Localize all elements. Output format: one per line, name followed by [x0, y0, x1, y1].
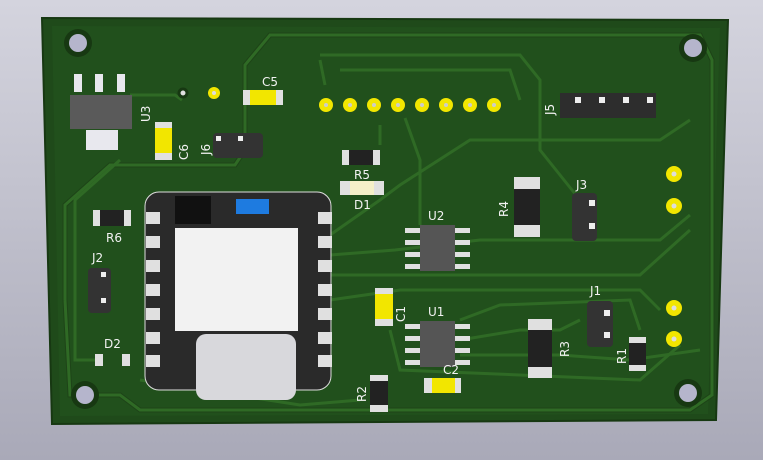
label-d2: D2 — [104, 337, 121, 351]
module-button[interactable] — [236, 199, 269, 214]
label-j1: J1 — [589, 284, 601, 298]
jumper-j2[interactable]: J2 — [88, 251, 111, 313]
header-pads — [319, 98, 501, 112]
module-chip — [175, 196, 211, 224]
resistor-r3[interactable]: R3 — [528, 319, 572, 378]
capacitor-c1[interactable]: C1 — [375, 288, 408, 326]
label-r2: R2 — [355, 386, 369, 402]
label-r4: R4 — [497, 201, 511, 217]
led-d1[interactable]: D1 — [340, 181, 384, 212]
label-c2: C2 — [443, 363, 459, 377]
mcu-module[interactable] — [144, 191, 332, 400]
capacitor-c2[interactable]: C2 — [424, 363, 461, 393]
label-r5: R5 — [354, 168, 370, 182]
label-c6: C6 — [177, 144, 191, 160]
jumper-j3[interactable]: J3 — [572, 178, 597, 241]
resistor-r1[interactable]: R1 — [615, 337, 646, 371]
module-pads — [146, 212, 332, 367]
diode-d2[interactable]: D2 — [95, 337, 130, 366]
label-c5: C5 — [262, 75, 278, 89]
resistor-r5[interactable]: R5 — [342, 150, 380, 182]
label-u2: U2 — [428, 209, 444, 223]
label-c1: C1 — [394, 306, 408, 322]
capacitor-c5[interactable]: C5 — [243, 75, 283, 105]
usb-c-connector[interactable] — [196, 334, 296, 400]
ic-u2[interactable]: U2 — [405, 209, 470, 271]
mounting-holes — [64, 29, 707, 409]
traces — [62, 32, 715, 413]
via — [177, 87, 189, 99]
resistor-r4[interactable]: R4 — [497, 177, 540, 237]
jumper-j1[interactable]: J1 — [587, 284, 613, 347]
label-j3: J3 — [575, 178, 587, 192]
label-r3: R3 — [558, 341, 572, 357]
label-d1: D1 — [354, 198, 371, 212]
label-u1: U1 — [428, 305, 444, 319]
jumper-j6[interactable]: J6 — [199, 133, 263, 158]
label-r1: R1 — [615, 348, 629, 364]
label-r6: R6 — [106, 231, 122, 245]
terminal-pads — [666, 166, 682, 347]
resistor-r2[interactable]: R2 — [355, 375, 388, 412]
module-shield — [175, 228, 298, 331]
label-u3: U3 — [139, 106, 153, 122]
capacitor-c6[interactable]: C6 — [155, 122, 191, 160]
connector-j5[interactable]: J5 — [543, 93, 656, 118]
label-j2: J2 — [91, 251, 103, 265]
resistor-r6[interactable]: R6 — [93, 210, 131, 245]
regulator-u3[interactable]: U3 — [70, 74, 153, 150]
label-j6: J6 — [199, 144, 213, 156]
label-j5: J5 — [543, 104, 557, 116]
ic-u1[interactable]: U1 — [405, 305, 470, 367]
